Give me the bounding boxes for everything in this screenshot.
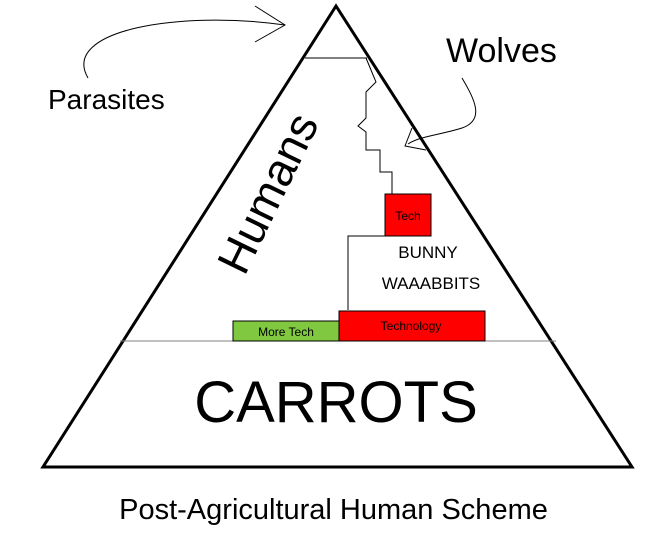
diagram-caption: Post-Agricultural Human Scheme [119, 494, 548, 526]
wolves-arrow [407, 77, 477, 145]
staircase-line [357, 57, 393, 194]
tech-box [384, 193, 432, 237]
humans-label: Humans [207, 105, 329, 282]
wolves-label: Wolves [446, 32, 557, 70]
technology-label: Technology [381, 319, 442, 333]
parasites-arrow-head [254, 5, 286, 43]
carrots-label: CARROTS [194, 370, 478, 435]
wolves-arrow-head [404, 127, 427, 151]
bunny-box-outline [347, 235, 404, 310]
more-tech-label: More Tech [258, 325, 314, 339]
parasites-label: Parasites [48, 84, 165, 115]
parasites-arrow [83, 19, 286, 79]
bunny-label-line1: BUNNY [398, 243, 458, 262]
bunny-label-line2: WAAABBITS [382, 274, 481, 293]
tech-label: Tech [395, 209, 420, 223]
pyramid-outline [40, 3, 635, 469]
technology-box [338, 310, 486, 342]
